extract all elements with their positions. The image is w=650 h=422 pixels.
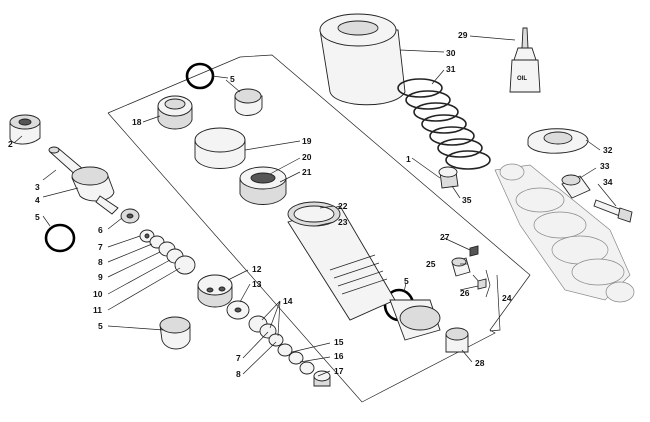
callout-30: 30 xyxy=(446,48,456,58)
callout-2: 2 xyxy=(8,139,13,149)
callout-5-bottom: 5 xyxy=(98,321,103,331)
part-24-27-valve xyxy=(451,245,487,290)
part-12-piston xyxy=(197,274,233,308)
callout-4: 4 xyxy=(35,195,40,205)
callout-28: 28 xyxy=(475,358,485,368)
part-22-23-cylinder xyxy=(287,201,396,321)
part-33-bushing xyxy=(561,174,591,199)
part-34-bolt xyxy=(593,199,633,223)
part-29-oil-bottle: OIL xyxy=(509,27,541,93)
callout-33: 33 xyxy=(600,161,610,171)
part-4-shaft-eye xyxy=(71,166,119,215)
assembly-bracket xyxy=(107,54,531,403)
callout-11: 11 xyxy=(93,305,102,315)
washer-stack-left xyxy=(120,208,196,275)
part-28-bushing xyxy=(445,327,469,353)
part-5-o-ring-left xyxy=(44,223,76,253)
part-30-boot xyxy=(319,13,406,106)
assembled-shock-ghost xyxy=(494,163,635,303)
callout-16: 16 xyxy=(334,351,344,361)
part-5-ring-bottom xyxy=(159,316,191,350)
callout-5-left: 5 xyxy=(35,212,40,222)
callout-27: 27 xyxy=(440,232,450,242)
lower-body-housing xyxy=(389,299,441,341)
callout-13: 13 xyxy=(252,279,262,289)
callout-17: 17 xyxy=(334,366,344,376)
callout-29: 29 xyxy=(458,30,468,40)
part-5-ring-top xyxy=(234,88,263,116)
callout-19: 19 xyxy=(302,136,312,146)
callout-7-left: 7 xyxy=(98,242,103,252)
callout-10: 10 xyxy=(93,289,103,299)
part-18-seal-head xyxy=(157,95,193,130)
washer-stack-right xyxy=(226,300,331,387)
callout-8-left: 8 xyxy=(98,257,103,267)
callout-7-right: 7 xyxy=(236,353,241,363)
part-32-spring-retainer xyxy=(527,128,589,154)
callout-8-right: 8 xyxy=(236,369,241,379)
part-20-21-adjuster-ring xyxy=(239,166,287,205)
part-19-sleeve xyxy=(194,127,246,169)
callout-5-top: 5 xyxy=(230,74,235,84)
part-35-nut xyxy=(438,166,459,189)
callout-22: 22 xyxy=(338,201,348,211)
callout-25: 25 xyxy=(426,259,436,269)
callout-26: 26 xyxy=(460,288,470,298)
callout-14: 14 xyxy=(283,296,293,306)
callout-5-lower: 5 xyxy=(404,276,409,286)
callout-31: 31 xyxy=(446,64,456,74)
callout-21: 21 xyxy=(302,167,312,177)
callout-15: 15 xyxy=(334,337,344,347)
callout-18: 18 xyxy=(132,117,142,127)
part-31-spring xyxy=(397,78,491,170)
part-5-o-ring-top xyxy=(185,62,215,90)
callout-24: 24 xyxy=(502,293,512,303)
part-2-bushing xyxy=(9,114,41,145)
assembly-bracket-right xyxy=(489,274,501,332)
callout-23: 23 xyxy=(338,217,348,227)
callout-6: 6 xyxy=(98,225,103,235)
leader-lines xyxy=(13,35,617,377)
callout-35: 35 xyxy=(462,195,472,205)
callout-labels: 1 2 3 4 5 5 5 5 6 7 8 9 10 11 12 13 14 1… xyxy=(8,30,613,379)
callout-32: 32 xyxy=(603,145,613,155)
oil-bottle-label: OIL xyxy=(517,76,527,82)
callout-20: 20 xyxy=(302,152,312,162)
callout-34: 34 xyxy=(603,177,613,187)
callout-9: 9 xyxy=(98,272,103,282)
callout-12: 12 xyxy=(252,264,262,274)
callout-3: 3 xyxy=(35,182,40,192)
callout-1: 1 xyxy=(406,154,411,164)
